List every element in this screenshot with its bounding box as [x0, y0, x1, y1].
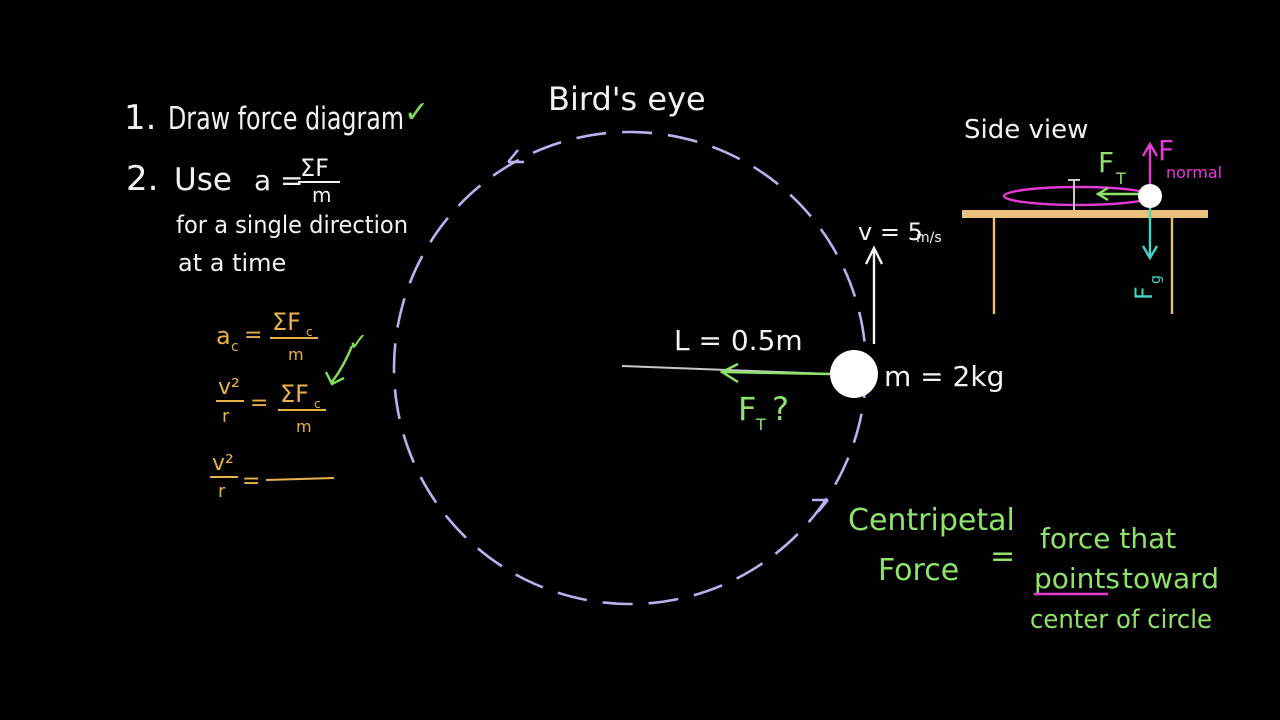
step2-eq-numerator: ΣF — [300, 154, 329, 182]
table-top — [962, 210, 1208, 218]
mass-label: m = 2kg — [884, 360, 1004, 393]
side-view-title: Side view — [964, 115, 1088, 145]
equals-sign-2: = — [250, 391, 268, 416]
derivation-check-icon: ✓ — [348, 328, 368, 356]
ac-subscript: c — [231, 339, 239, 355]
r-2: r — [218, 481, 226, 502]
step2-eq-a: a = — [254, 164, 304, 197]
v-squared-2: v² — [212, 451, 234, 476]
normal-force-label: F — [1158, 134, 1174, 167]
path-direction-arrow-top — [507, 149, 524, 164]
blank-answer-line — [265, 477, 335, 481]
term-line1: Centripetal — [848, 503, 1015, 538]
equals-sign-1: = — [244, 323, 262, 348]
gravity-force-label-group: F g — [1130, 275, 1164, 300]
tension-subscript: T — [755, 415, 766, 434]
step2-line2: for a single direction — [176, 211, 408, 239]
gravity-force-subscript: g — [1148, 275, 1164, 284]
fc-subscript-2: c — [314, 397, 321, 411]
velocity-unit: m/s — [916, 230, 942, 246]
tension-arrow — [721, 370, 831, 376]
sum-fc-1: ΣF — [272, 308, 301, 336]
definition-equals: = — [990, 539, 1015, 574]
step1-text: Draw force diagram — [168, 101, 404, 137]
r-1: r — [222, 406, 230, 427]
ac-symbol: a — [216, 322, 231, 350]
step1-check-icon: ✓ — [404, 95, 429, 130]
path-direction-arrow-bottom — [812, 498, 829, 513]
side-ball — [1138, 184, 1162, 208]
side-view: Side view F T F normal F g — [962, 115, 1222, 314]
normal-force-subscript: normal — [1166, 163, 1222, 182]
ball — [830, 350, 878, 398]
circular-path-side — [1002, 185, 1154, 207]
step2-eq-denominator: m — [312, 183, 331, 207]
step2-line3: at a time — [178, 249, 286, 277]
step2-number: 2. — [126, 159, 158, 199]
den-m-2: m — [296, 417, 312, 436]
derivation: a c = ΣF c m ✓ v² r = ΣF c m v² r = — [210, 308, 368, 502]
tension-question: ? — [772, 390, 789, 428]
velocity-arrow-head — [864, 245, 884, 265]
side-tension-label: F — [1098, 146, 1114, 179]
side-tension-subscript: T — [1115, 169, 1126, 188]
tension-label: F — [738, 390, 756, 428]
step1-number: 1. — [124, 98, 156, 138]
term-line2: Force — [878, 553, 959, 588]
definition: Centripetal Force = force that points to… — [848, 503, 1219, 635]
fc-subscript-1: c — [306, 325, 313, 339]
definition-line1: force that — [1040, 522, 1176, 555]
definition-points: points — [1034, 562, 1120, 595]
birds-eye-view: Bird's eye L = 0.5m F T ? m = 2kg v = 5 … — [392, 80, 1004, 606]
tension-arrow-head — [719, 362, 739, 384]
gravity-force-label: F — [1130, 286, 1158, 300]
birds-eye-title: Bird's eye — [548, 80, 706, 118]
velocity-label: v = 5 — [858, 218, 923, 246]
definition-toward: toward — [1122, 562, 1219, 595]
v-squared-1: v² — [218, 375, 240, 400]
length-label: L = 0.5m — [674, 324, 803, 357]
circular-path — [392, 130, 868, 606]
check-arrow-icon — [331, 345, 354, 383]
equals-sign-3: = — [242, 469, 260, 494]
sum-fc-2: ΣF — [280, 380, 309, 408]
step2-text: Use — [174, 162, 232, 198]
den-m-1: m — [288, 345, 304, 364]
definition-line3: center of circle — [1030, 605, 1212, 635]
step-list: 1. Draw force diagram ✓ 2. Use a = ΣF m … — [124, 95, 429, 277]
